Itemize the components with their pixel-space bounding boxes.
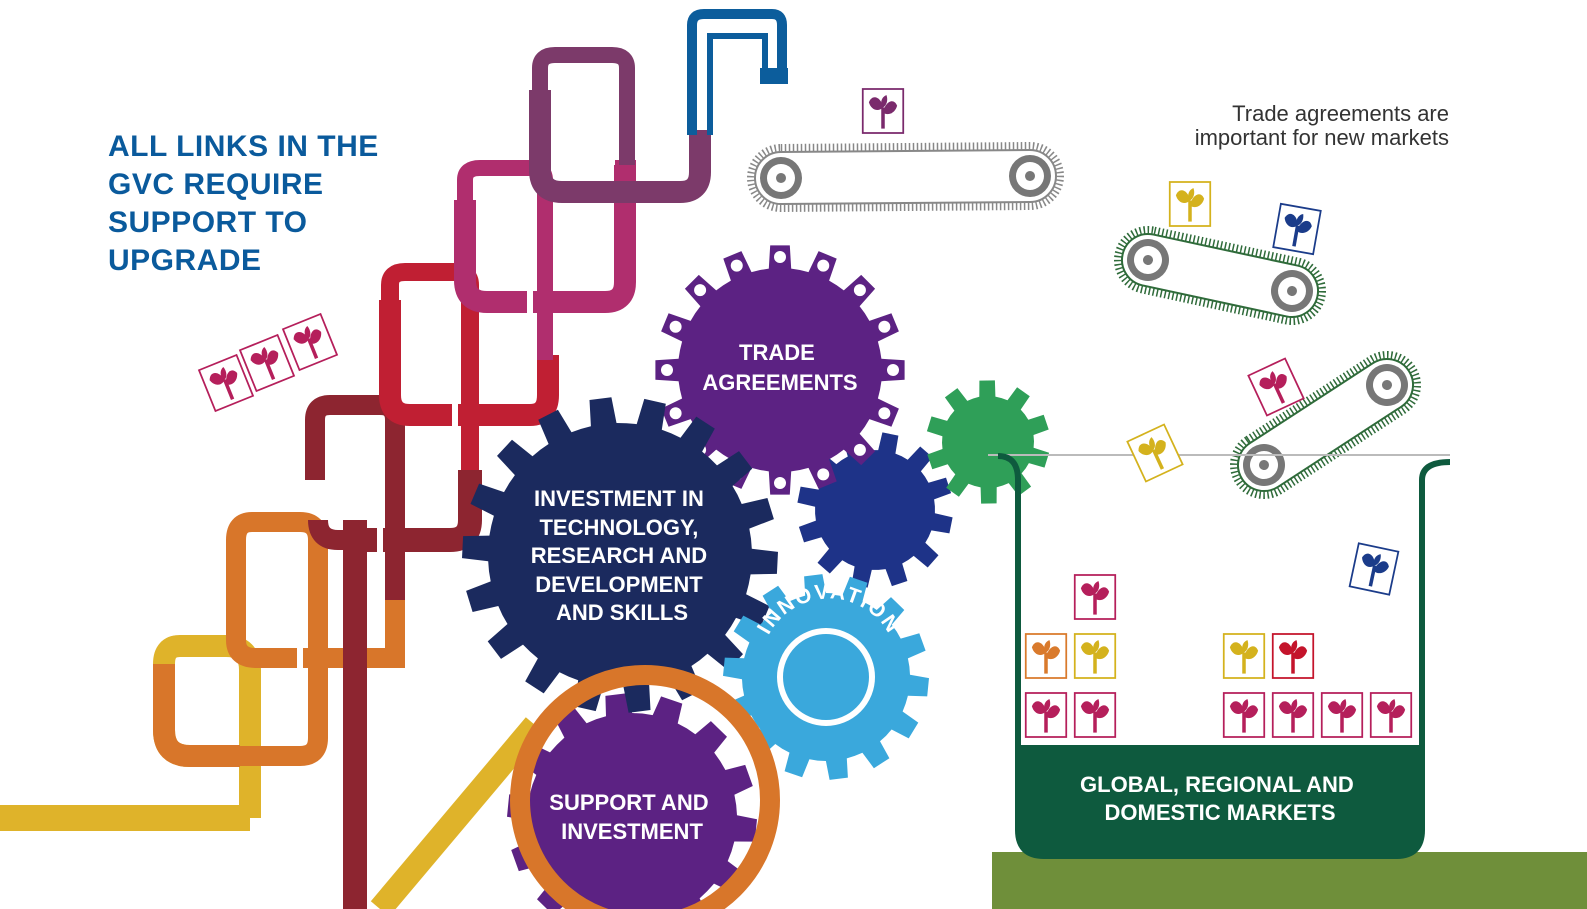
headline-line: UPGRADE: [108, 244, 262, 277]
plant-layer: [197, 88, 1413, 738]
top-conveyor: [747, 142, 1064, 212]
innovation-gear: [723, 574, 929, 780]
ground-strip: [992, 852, 1587, 909]
plant-icon: [1073, 633, 1117, 679]
plant-icon: [281, 312, 339, 372]
plant-icon: [1222, 692, 1266, 738]
orange-ring: [510, 665, 780, 909]
plant-icon: [197, 353, 255, 413]
plant-icon: [1348, 542, 1400, 596]
plant-icon: [1024, 692, 1068, 738]
headline-line: GVC REQUIRE: [108, 168, 324, 201]
plant-icon: [1222, 633, 1266, 679]
headline: ALL LINKS IN THE GVC REQUIRE SUPPORT TO …: [108, 128, 428, 280]
plum-pipe: [529, 90, 711, 203]
blue-gear: [797, 432, 953, 588]
plant-icon: [1073, 574, 1117, 620]
market-container-base: [1018, 745, 1422, 856]
plant-icon: [1024, 633, 1068, 679]
plant-icon: [1320, 692, 1364, 738]
investment-gear-label: INVESTMENT IN TECHNOLOGY, RESEARCH AND D…: [531, 486, 714, 625]
yellow-pipe-loop: [153, 635, 261, 818]
plant-icon: [1271, 633, 1315, 679]
trade-gear-label: TRADE AGREEMENTS: [702, 340, 857, 395]
green-conveyor-upper: [1114, 226, 1326, 325]
conveyor-layer: [747, 142, 1422, 499]
plant-icon: [861, 88, 905, 134]
plant-icon: [1168, 181, 1212, 227]
gear-layer: [462, 245, 1050, 909]
green-conveyor-lower: [1230, 350, 1422, 499]
trade-note-line: Trade agreements are: [1232, 101, 1449, 126]
orange-pipe: [226, 512, 405, 766]
support-gear: [507, 693, 757, 909]
trade-gear: [655, 245, 905, 495]
plant-icon: [1271, 692, 1315, 738]
plant-icon: [1369, 692, 1413, 738]
plant-icon: [1126, 423, 1184, 483]
trade-note: Trade agreements are important for new m…: [1089, 102, 1449, 150]
trade-note-line: important for new markets: [1194, 125, 1449, 150]
headline-line: ALL LINKS IN THE: [108, 130, 379, 163]
support-gear-label: SUPPORT AND INVESTMENT: [549, 790, 714, 844]
market-label: GLOBAL, REGIONAL AND DOMESTIC MARKETS: [1080, 772, 1360, 825]
faucet-nozzle: [760, 68, 788, 84]
plant-icon: [238, 333, 296, 393]
headline-line: SUPPORT TO: [108, 206, 308, 239]
investment-gear: [462, 397, 778, 713]
pipe-network: [0, 9, 788, 909]
blue-pipe: [687, 9, 787, 135]
plant-icon: [1272, 202, 1322, 256]
yellow-diagonal-pipe: [370, 717, 545, 909]
plant-icon: [1247, 357, 1305, 417]
plant-icon: [1073, 692, 1117, 738]
